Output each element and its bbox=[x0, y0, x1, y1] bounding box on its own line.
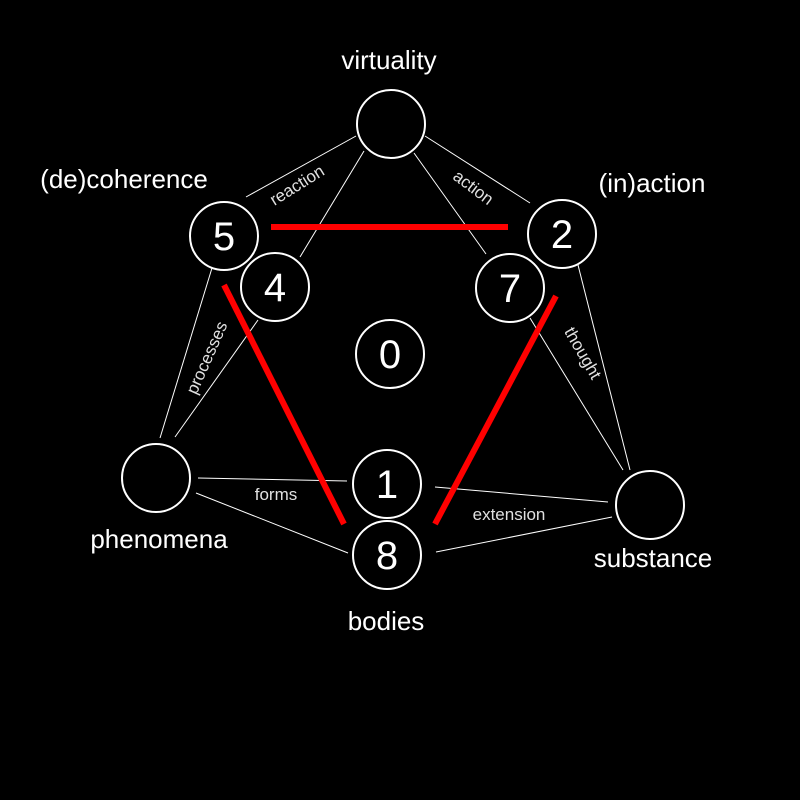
highlight-lines bbox=[221, 224, 559, 526]
connector-2-substance bbox=[577, 264, 631, 471]
node-circle-4 bbox=[240, 252, 310, 322]
vertex-circle-substance bbox=[615, 470, 685, 540]
number-0: 0 bbox=[379, 333, 401, 377]
number-8: 8 bbox=[376, 534, 398, 578]
node-circle-7 bbox=[475, 253, 545, 323]
label-phenomena: phenomena bbox=[90, 524, 228, 554]
label-virtuality: virtuality bbox=[341, 45, 436, 75]
number-2: 2 bbox=[551, 213, 573, 257]
red-line-2-8 bbox=[432, 294, 559, 526]
vertex-circle-virtuality bbox=[356, 89, 426, 159]
connector-5-phenomena bbox=[159, 267, 213, 439]
edge-label-forms: forms bbox=[255, 485, 298, 504]
connector-phenomena-8 bbox=[195, 492, 349, 554]
node-circle-8 bbox=[352, 520, 422, 590]
connector-8-substance bbox=[435, 516, 613, 553]
label-inaction: (in)action bbox=[599, 168, 706, 198]
connector-1-substance bbox=[434, 486, 609, 503]
connector-virtuality-4 bbox=[299, 150, 365, 258]
connector-virtuality-2 bbox=[424, 135, 531, 204]
edge-label-extension: extension bbox=[473, 505, 546, 524]
connector-virtuality-5 bbox=[245, 135, 357, 198]
label-bodies: bodies bbox=[348, 606, 425, 636]
connector-4-phenomena bbox=[174, 319, 259, 438]
connector-lines bbox=[159, 135, 631, 554]
number-7: 7 bbox=[499, 267, 521, 311]
number-5: 5 bbox=[213, 215, 235, 259]
node-circle-1 bbox=[352, 449, 422, 519]
number-1: 1 bbox=[376, 463, 398, 507]
connector-7-substance bbox=[529, 317, 624, 471]
label-substance: substance bbox=[594, 543, 713, 573]
label-decoherence: (de)coherence bbox=[40, 164, 208, 194]
node-circle-5 bbox=[189, 201, 259, 271]
red-line-5-8 bbox=[221, 283, 347, 526]
number-4: 4 bbox=[264, 266, 286, 310]
node-circle-2 bbox=[527, 199, 597, 269]
vertex-circle-phenomena bbox=[121, 443, 191, 513]
node-circle-0 bbox=[355, 319, 425, 389]
connector-virtuality-7 bbox=[413, 152, 487, 255]
